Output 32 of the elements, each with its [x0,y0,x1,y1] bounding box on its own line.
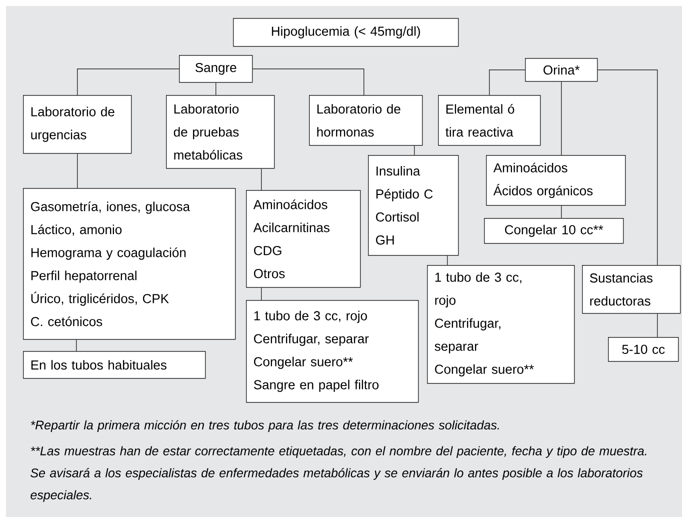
connector-line [489,70,526,96]
instruction-box: En los tubos habituales [23,351,206,379]
category-box: Sangre [179,55,253,83]
connector-line [597,70,658,266]
connector-line [561,205,562,218]
test-list-box: Gasometría, iones, glucosa Láctico, amonio Hemograma y coagulación Perfil hepatorrenal Úrico, triglicéridos, CPK C. cetónicos [23,188,236,340]
test-box: Aminoácidos Ácidos orgánicos [486,155,626,206]
title-box: Hipoglucemia (< 45mg/dl) [233,18,459,47]
instruction-box: 1 tubo de 3 cc, rojo Centrifugar, separar Congelar suero** [427,265,575,384]
category-box: Orina* [525,58,598,82]
connector-line [77,153,78,188]
connector-line [252,68,364,96]
connector-line [77,68,180,96]
instruction-box: Congelar 10 cc** [484,218,624,244]
footnote: **Las muestras han de estar correctamente etiquetadas, con el nombre del paciente, fecha y tipo de muestra. Se avisará a los especialistas de enfermedades metabólicas y se enviarán lo antes posible a los laboratorios especiales. [30,446,646,502]
test-box: Elemental ó tira reactiva [438,95,541,146]
connector-line [657,313,658,338]
connector-line [261,168,262,190]
connector-line [76,339,77,352]
lab-box: Laboratorio de hormonas [309,95,423,146]
test-list-box: Insulina Péptido C Cortisol GH [368,155,459,256]
test-list-box: Aminoácidos Acilcarnitinas CDG Otros [246,190,361,288]
footnote: *Repartir la primera micción en tres tubos para las tres determinaciones solicitadas. [30,420,499,432]
test-box: Sustancias reductoras [582,265,681,314]
lab-box: Laboratorio de pruebas metabólicas [166,95,275,169]
lab-box: Laboratorio de urgencias [23,95,132,154]
connector-line [447,255,448,266]
instruction-box: 5-10 cc [608,337,679,362]
instruction-box: 1 tubo de 3 cc, rojo Centrifugar, separar Congelar suero** Sangre en papel filtro [246,300,419,403]
connector-line [414,145,415,156]
connector-line [561,81,562,156]
connector-line [261,287,262,300]
